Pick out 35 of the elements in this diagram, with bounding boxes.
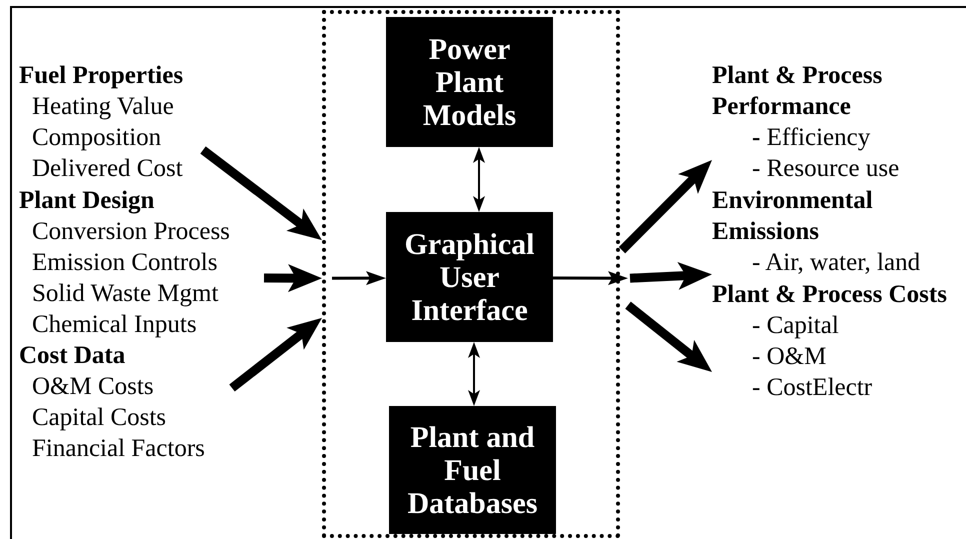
list-item: - Capital — [751, 311, 840, 341]
list-item: Conversion Process — [31, 217, 231, 247]
group-heading: Plant & Process Performance — [712, 61, 884, 122]
list-item: - CostElectr — [751, 373, 874, 403]
arrow — [553, 271, 628, 286]
list-item: Composition — [31, 123, 162, 153]
module-box: Power Plant Models — [386, 17, 553, 147]
group-heading: Plant Design — [19, 186, 156, 216]
list-item: O&M Costs — [31, 372, 155, 402]
list-item: Delivered Cost — [31, 154, 184, 184]
arrow — [200, 146, 322, 240]
arrow — [473, 147, 485, 212]
list-item: - Resource use — [751, 154, 900, 184]
list-item: - Air, water, land — [751, 248, 922, 278]
list-item: Capital Costs — [31, 403, 168, 433]
list-item: Financial Factors — [31, 434, 206, 464]
arrow — [618, 160, 712, 254]
list-item: Solid Waste Mgmt — [31, 279, 220, 309]
list-item: - O&M — [751, 342, 828, 372]
arrow — [630, 262, 712, 290]
group-heading: Environmental Emissions — [712, 186, 874, 247]
arrow — [264, 264, 322, 292]
module-box: Plant and Fuel Databases — [389, 406, 556, 534]
list-item: Emission Controls — [31, 248, 218, 278]
group-heading: Plant & Process Costs — [712, 280, 948, 310]
list-item: Chemical Inputs — [31, 310, 198, 340]
list-item: - Efficiency — [751, 123, 872, 153]
module-box: Graphical User Interface — [386, 212, 553, 342]
group-heading: Cost Data — [19, 341, 126, 371]
group-heading: Fuel Properties — [19, 61, 184, 91]
arrow — [332, 271, 386, 286]
dotted-boundary-box — [322, 10, 620, 538]
list-item: Heating Value — [31, 92, 175, 122]
arrow — [468, 342, 480, 406]
arrow — [229, 318, 322, 392]
